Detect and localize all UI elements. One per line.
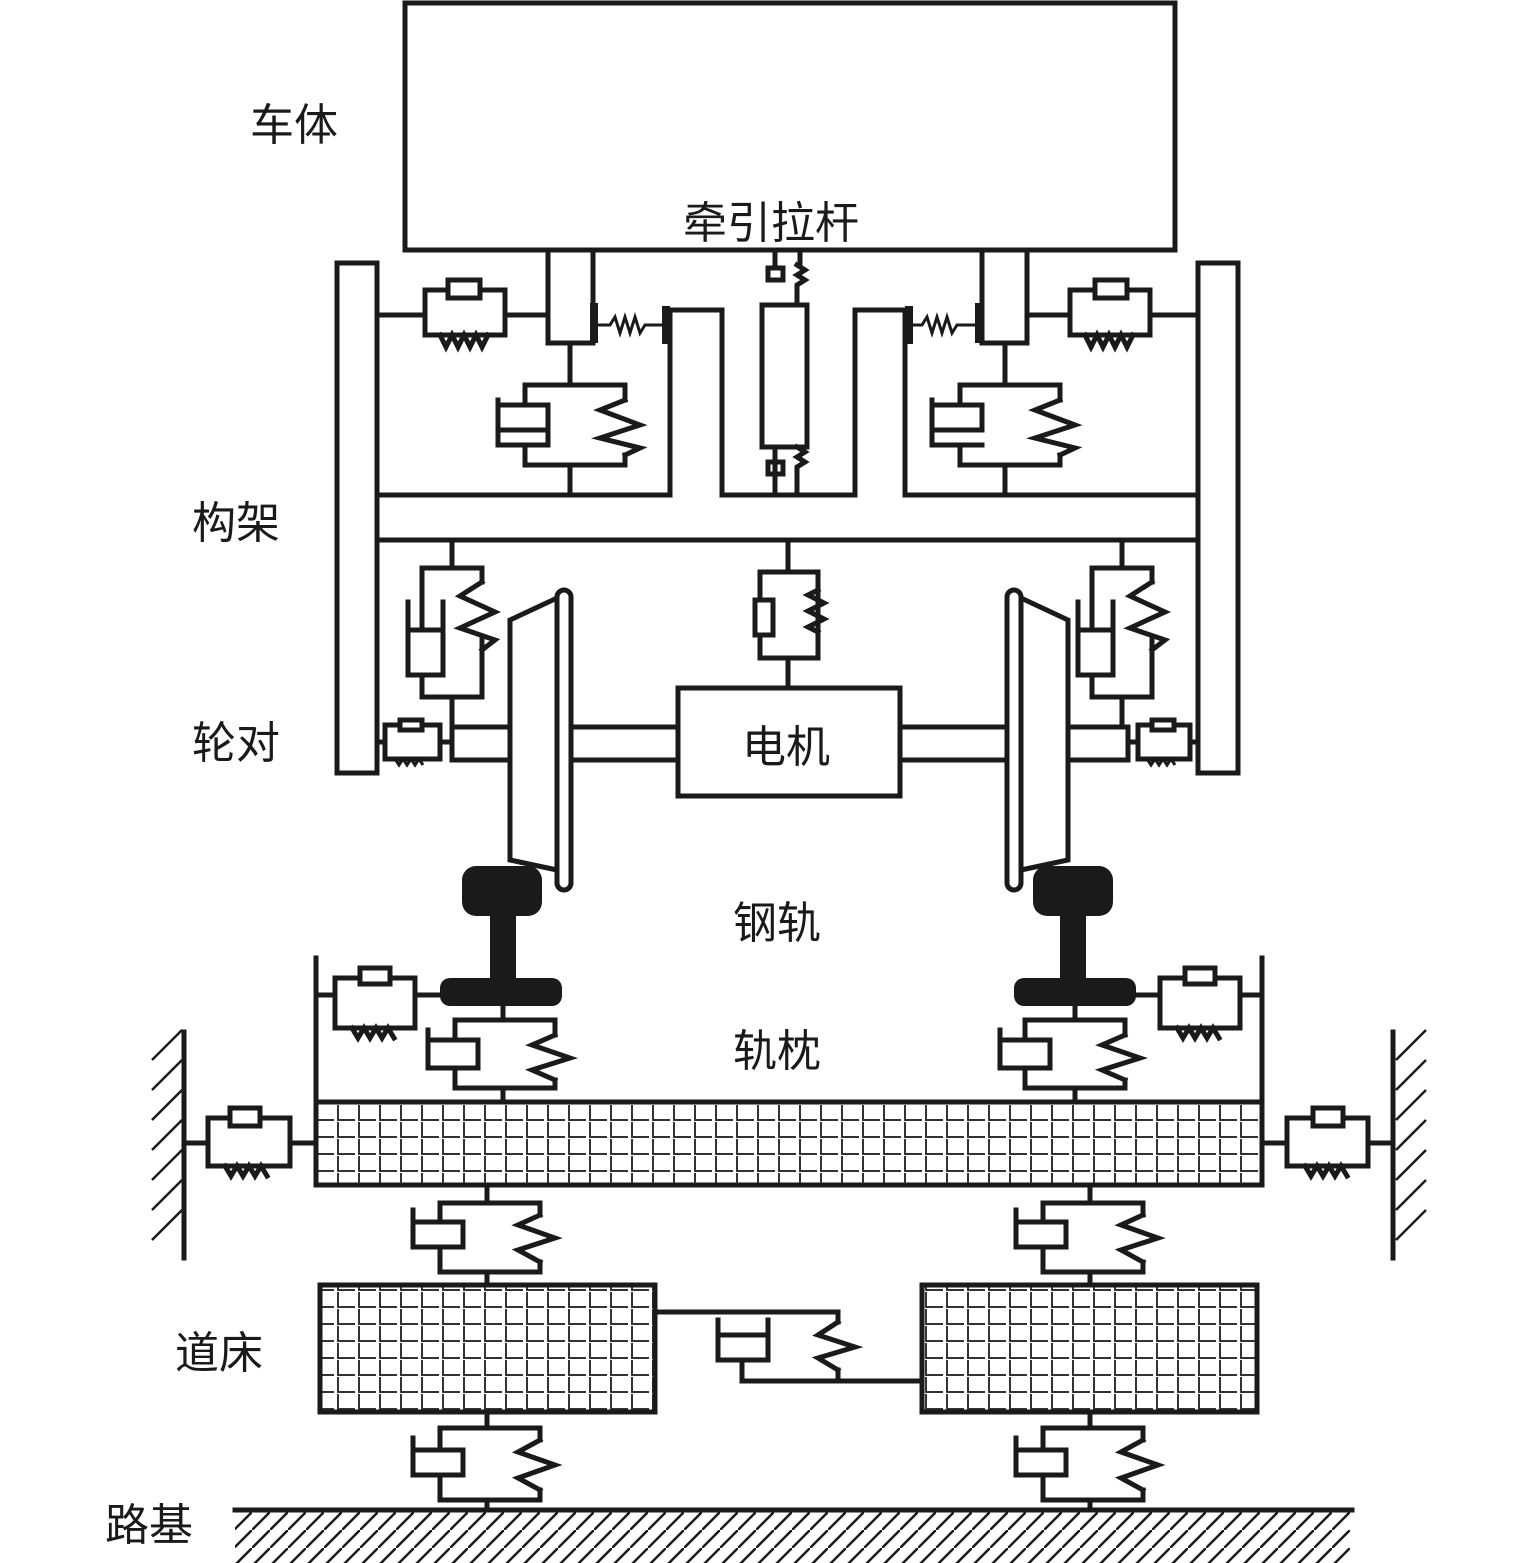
label-car-body: 车体 [250,100,338,151]
sleeper-lateral-spring-damper-left [181,1105,319,1181]
rail-vertical-fastener-left [425,1003,579,1105]
label-rail: 钢轨 [733,898,821,949]
secondary-lateral-spring-damper-left [374,277,551,353]
sleeper-lateral-spring-damper-right [1259,1105,1396,1181]
ballast-block-right [919,1282,1260,1415]
label-traction-rod: 牵引拉杆 [683,198,859,249]
label-sleeper: 轨枕 [733,1026,821,1077]
rail-lateral-fastener-right [1133,955,1265,1105]
ground-wall-left [151,1029,187,1261]
stop-left-b [662,306,670,344]
rail-left [440,866,562,1006]
rail-right [1014,866,1136,1006]
wheelset [449,587,1131,893]
ballast-shear-spring-damper [652,1309,925,1384]
axlebox-spring-damper-right [1125,717,1201,768]
rail-vertical-fastener-right [997,1003,1149,1105]
bolster-left [545,247,596,346]
axlebox-spring-damper-left [374,717,455,768]
stop-right [975,303,983,343]
label-bogie-frame: 构架 [192,498,280,549]
sleeper-ballast-spring-damper-right [1013,1182,1166,1288]
label-motor: 电机 [742,722,830,773]
sleeper-block [313,1099,1265,1188]
ballast-block-left [317,1282,658,1415]
secondary-vertical-spring-damper-left [495,340,648,498]
motor-suspension [752,537,830,691]
secondary-lateral-spring-damper-right [1027,277,1201,353]
label-wheelset: 轮对 [192,718,280,769]
stop-right-b [905,306,913,344]
label-ballast: 道床 [175,1328,263,1379]
subgrade-ground [232,1507,1355,1563]
bogie-frame [334,260,1241,776]
primary-suspension-left [405,537,502,730]
lateral-stop-spring-right [910,311,975,339]
motor-box [675,685,903,799]
sleeper-ballast-spring-damper-left [410,1182,563,1288]
ballast-subgrade-spring-damper-right [1013,1409,1166,1513]
label-subgrade: 路基 [105,1500,193,1551]
ballast-subgrade-spring-damper-left [410,1409,563,1513]
primary-suspension-right [1075,537,1172,730]
bolster-right [979,247,1030,346]
lateral-stop-spring-left [598,311,665,339]
stop-left [590,303,598,343]
traction-rod [759,247,810,498]
ground-wall-right [1390,1029,1427,1261]
rail-lateral-fastener-left [313,955,443,1105]
car-body-box [402,0,1178,253]
secondary-vertical-spring-damper-right [929,340,1083,498]
